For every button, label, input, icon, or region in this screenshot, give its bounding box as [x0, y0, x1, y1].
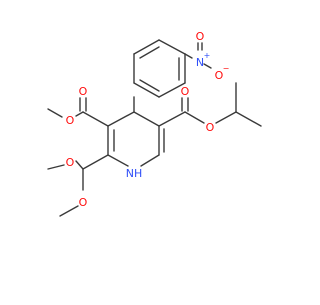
nitro-o-minus-label: O: [215, 69, 224, 82]
phenyl-ring: [133, 39, 186, 98]
ester-left-ether-o-label: O: [66, 114, 75, 127]
molecule-structure: N + O O − NH O O O O: [47, 30, 262, 217]
methyl-ester-left: O O: [47, 85, 109, 127]
ester-right-ether-o-label: O: [206, 121, 215, 134]
nitro-group: N + O O −: [184, 30, 230, 82]
ester-right-carbonyl-o-label: O: [181, 85, 190, 98]
nitro-o-charge: −: [223, 64, 230, 73]
acetal-o-bottom-label: O: [79, 196, 88, 209]
dihydropyridine-ring: NH: [107, 96, 165, 180]
nitro-o-top-label: O: [196, 30, 205, 43]
ring-nh-label: NH: [126, 167, 143, 180]
nitro-n-label: N: [196, 56, 204, 69]
isopropyl-ester-right: O O: [158, 82, 262, 134]
nitro-n-charge: +: [204, 51, 211, 60]
molecule-canvas: N + O O − NH O O O O: [47, 30, 262, 217]
ester-left-carbonyl-o-label: O: [79, 85, 88, 98]
dimethoxymethyl-group: O O: [47, 154, 109, 217]
acetal-o-top-label: O: [66, 156, 75, 169]
